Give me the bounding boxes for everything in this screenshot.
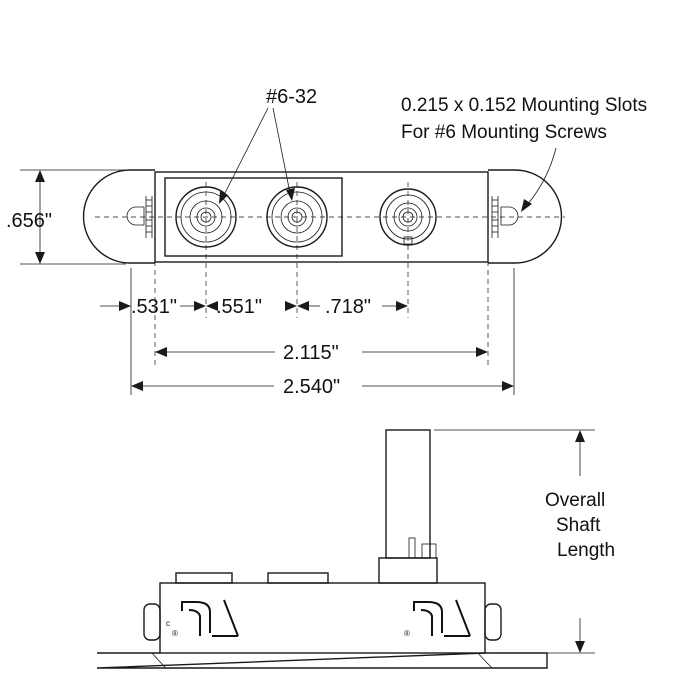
dim-b-label: .551" [216,296,262,318]
left-clip [145,196,153,238]
slot-spacing-dimension: 2.115" [155,342,488,364]
c-mark-left: c [166,619,170,628]
side-view: ® c ® [96,429,548,669]
side-body [159,582,486,654]
side-terminal-1 [175,572,233,584]
ur-mark-left: ® c [166,599,239,638]
shaft-label-line3: Length [557,540,615,561]
slot-note-line1: 0.215 x 0.152 Mounting Slots [401,95,647,116]
side-bushing [378,557,438,584]
dim-c-label: .718" [325,296,371,318]
top-view [20,169,565,395]
height-dimension: .656" [6,170,52,264]
shaft-label-line1: Overall [545,490,605,511]
stop-block [421,543,437,559]
dim-slots-label: 2.115" [283,342,339,364]
overall-length-dimension: 2.540" [131,376,514,398]
height-dimension-label: .656" [6,210,52,232]
spacing-dimensions: .531" .551" .718" [100,296,408,318]
dim-a-label: .531" [131,296,177,318]
right-clip [491,196,499,238]
registered-mark-right: ® [404,629,410,638]
side-terminal-2 [267,572,329,584]
shaft-length-dimension: Overall Shaft Length [434,429,615,654]
left-mounting-ear [82,169,155,264]
ur-mark-right: ® [404,599,471,638]
thread-callout: #6-32 [219,86,317,204]
registered-mark-left: ® [172,629,178,638]
thread-label: #6-32 [266,86,317,108]
side-left-clip [143,603,161,641]
left-mounting-slot [126,206,145,226]
mounting-slot-note: 0.215 x 0.152 Mounting Slots For #6 Moun… [401,95,647,212]
dim-overall-label: 2.540" [283,376,340,398]
stop-tab [408,537,416,559]
right-mounting-ear [488,169,563,264]
right-mounting-slot [500,206,519,226]
shaft [385,429,431,559]
side-right-clip [484,603,502,641]
slot-note-line2: For #6 Mounting Screws [401,122,607,143]
shaft-label-line2: Shaft [556,515,601,536]
